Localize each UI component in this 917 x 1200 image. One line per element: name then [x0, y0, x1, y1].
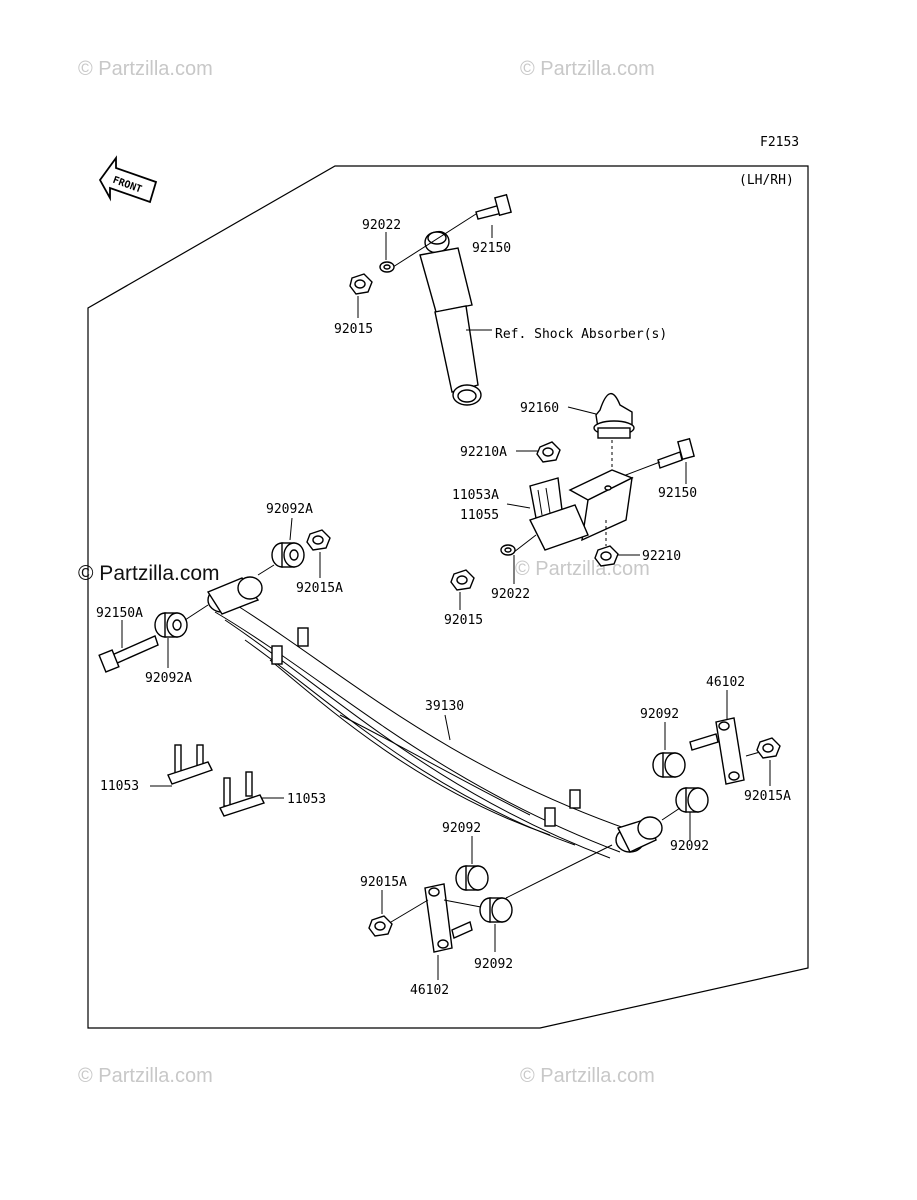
watermark: © Partzilla.com — [515, 558, 650, 580]
part-label: 46102 — [410, 983, 449, 998]
watermark: © Partzilla.com — [78, 58, 213, 80]
part-label: 92022 — [491, 587, 530, 602]
part-label: 92092 — [442, 821, 481, 836]
watermark-dark: © Partzilla.com — [78, 562, 220, 585]
watermark: © Partzilla.com — [520, 58, 655, 80]
nut-icon — [594, 545, 619, 567]
bracket — [529, 469, 634, 551]
part-label: 92150A — [96, 606, 143, 621]
part-label: 92210A — [460, 445, 507, 460]
nut-icon — [450, 569, 475, 591]
part-label: 92150 — [658, 486, 697, 501]
part-label: 92150 — [472, 241, 511, 256]
part-label: 92022 — [362, 218, 401, 233]
shackle — [689, 717, 745, 785]
leaf-spring — [206, 576, 663, 859]
bushing-icon — [154, 612, 188, 638]
part-label: 11053A — [452, 488, 499, 503]
diagram-border — [87, 165, 809, 1029]
bushing-icon — [455, 865, 489, 891]
shock-absorber — [419, 230, 482, 406]
nut-icon — [756, 737, 781, 759]
part-label: 92092A — [266, 502, 313, 517]
part-label: 46102 — [706, 675, 745, 690]
part-label: 92210 — [642, 549, 681, 564]
diagram-code: F2153 — [760, 135, 799, 150]
bushing-icon — [271, 542, 305, 568]
bushing-icon — [652, 752, 686, 778]
watermark: © Partzilla.com — [78, 1065, 213, 1087]
nut-icon — [368, 915, 393, 937]
part-label: 11053 — [100, 779, 139, 794]
part-label: 11053 — [287, 792, 326, 807]
part-label: 92015A — [744, 789, 791, 804]
bushing-icon — [675, 787, 709, 813]
shackle — [424, 883, 473, 953]
watermark: © Partzilla.com — [520, 1065, 655, 1087]
part-label: Ref. Shock Absorber(s) — [495, 327, 667, 342]
part-label: 92160 — [520, 401, 559, 416]
part-label: 39130 — [425, 699, 464, 714]
bolt-icon — [98, 635, 159, 673]
bump-stopper — [593, 393, 635, 439]
nut-icon — [306, 529, 331, 551]
part-label: 92092A — [145, 671, 192, 686]
front-arrow-icon: FRONT — [98, 155, 158, 204]
part-label: 11055 — [460, 508, 499, 523]
part-label: 92015A — [296, 581, 343, 596]
nut-icon — [349, 273, 373, 295]
part-label: 92015 — [334, 322, 373, 337]
part-label: 92092 — [670, 839, 709, 854]
part-label: 92015 — [444, 613, 483, 628]
part-label: 92015A — [360, 875, 407, 890]
part-label: 92092 — [474, 957, 513, 972]
bushing-icon — [479, 897, 513, 923]
bolt-icon — [657, 437, 695, 469]
side-note: (LH/RH) — [739, 173, 794, 188]
nut-icon — [536, 441, 561, 463]
bolt-icon — [475, 193, 512, 220]
u-bolt — [167, 744, 265, 817]
part-label: 92092 — [640, 707, 679, 722]
